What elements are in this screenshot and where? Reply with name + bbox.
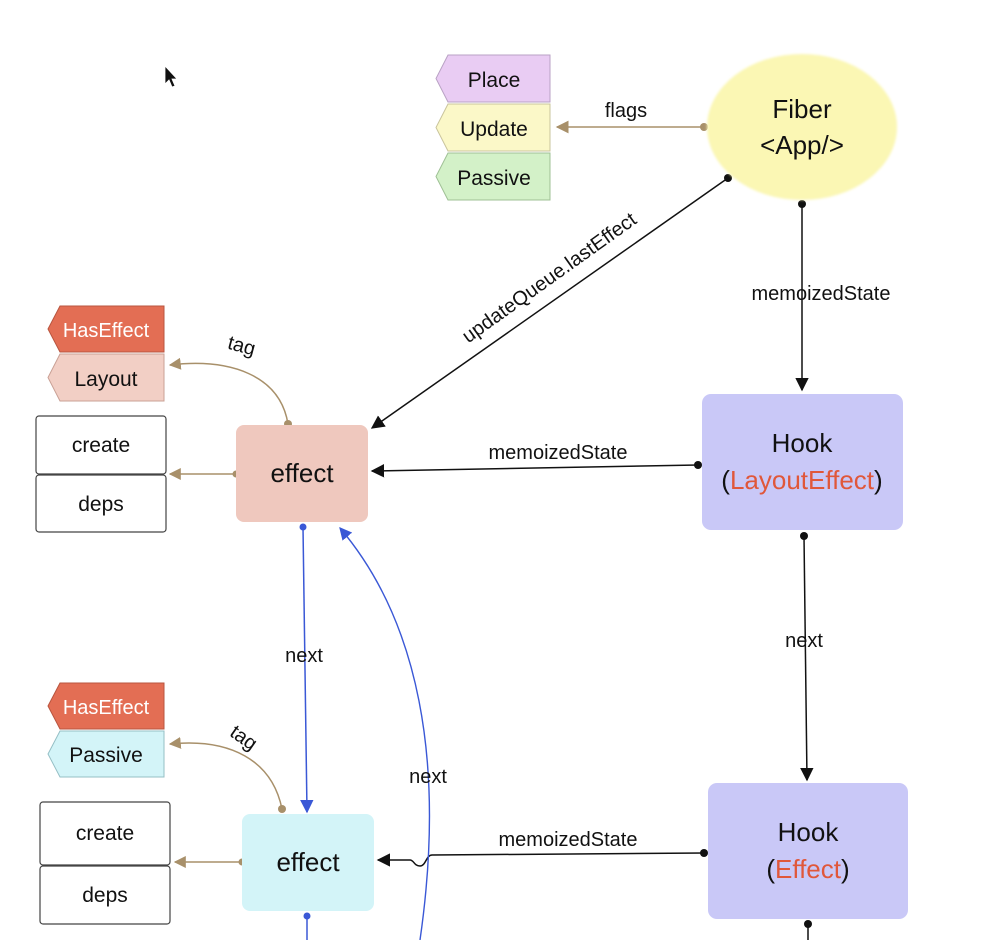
fiber-component: <App/> (760, 130, 844, 160)
tag-passive[interactable]: Passive (47, 730, 165, 778)
fiber-node[interactable]: Fiber <App/> (707, 54, 897, 200)
edge-effect-circular (339, 527, 431, 940)
field-create-label: create (76, 822, 134, 845)
edge-flags (555, 120, 708, 134)
flags-edge-label: flags (605, 100, 647, 122)
effect1-fields: create deps (35, 415, 167, 533)
tag-haseffect[interactable]: HasEffect (47, 305, 165, 353)
hook-effect-node[interactable]: Hook (Effect) (708, 783, 908, 919)
field-deps-label: deps (78, 493, 124, 516)
field-create[interactable] (35, 415, 167, 475)
flag-update-label: Update (460, 118, 528, 141)
hook-layout-effect-node[interactable]: Hook (LayoutEffect) (702, 394, 903, 530)
hook-type-highlight: LayoutEffect (730, 465, 875, 495)
flag-passive[interactable]: Passive (435, 152, 551, 201)
tag-layout[interactable]: Layout (47, 353, 165, 402)
field-create-label: create (72, 434, 130, 457)
fiber-memoized-state-label: memoizedState (752, 283, 891, 305)
hook-title: Hook (778, 817, 840, 847)
field-deps[interactable] (39, 865, 171, 925)
hook2-memoized-state-label: memoizedState (499, 829, 638, 851)
tag-passive-label: Passive (69, 744, 143, 767)
flag-passive-label: Passive (457, 167, 531, 190)
flag-place-label: Place (468, 69, 521, 92)
effect-label: effect (276, 847, 340, 877)
tag-layout-label: Layout (74, 368, 137, 391)
effect2-fields: create deps (39, 801, 171, 925)
fiber-title: Fiber (772, 94, 832, 124)
edge-tag-effect2 (168, 736, 286, 813)
hook-type-line: (LayoutEffect) (721, 465, 882, 495)
hook-title: Hook (772, 428, 834, 458)
tag-edge-label: tag (225, 332, 258, 360)
tag-haseffect-label: HasEffect (63, 697, 150, 719)
edge-effect-next (299, 523, 314, 814)
edge-effect2-down (303, 912, 311, 940)
field-deps[interactable] (35, 474, 167, 533)
hook1-memoized-state-label: memoizedState (489, 442, 628, 464)
circular-next-label: next (409, 766, 447, 788)
flag-place[interactable]: Place (435, 54, 551, 103)
edge-tag-effect1 (168, 357, 292, 428)
edge-update-queue (370, 174, 732, 429)
tag-haseffect-label: HasEffect (63, 320, 150, 342)
effect-label: effect (270, 458, 334, 488)
edge-hook2-down (804, 920, 812, 940)
hook-type-highlight: Effect (775, 854, 842, 884)
edge-hook1-effect1 (370, 461, 702, 478)
tag-haseffect[interactable]: HasEffect (47, 682, 165, 730)
field-create[interactable] (39, 801, 171, 866)
effect-passive-node[interactable]: effect (242, 814, 374, 911)
edge-effect2-fields (173, 856, 246, 868)
effect-next-label: next (285, 645, 323, 667)
hook-next-label: next (785, 630, 823, 652)
edge-fiber-hook (795, 200, 809, 392)
flag-update[interactable]: Update (435, 103, 551, 152)
field-deps-label: deps (82, 884, 128, 907)
edge-hook-next (800, 532, 814, 782)
hook-type-line: (Effect) (766, 854, 849, 884)
edge-effect1-fields (168, 468, 240, 480)
effect-layout-node[interactable]: effect (236, 425, 368, 522)
mouse-cursor-icon (164, 64, 178, 88)
update-queue-edge-label: updateQueue.lastEffect (458, 208, 641, 347)
